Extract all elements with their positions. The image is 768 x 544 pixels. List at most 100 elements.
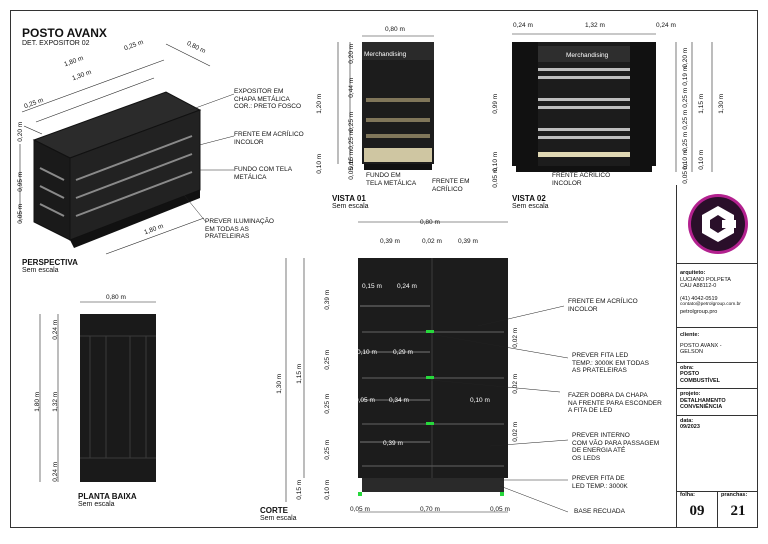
architect-label: arquiteto: — [680, 270, 706, 276]
vista02-subtitle: Sem escala — [512, 203, 549, 210]
corte-subtitle: Sem escala — [260, 515, 297, 522]
dim-label: 0,70 m — [420, 506, 440, 513]
dim-label: 0,05 m — [490, 506, 510, 513]
drawing-sheet-border — [10, 10, 758, 528]
perspective-subtitle: Sem escala — [22, 267, 59, 274]
architect-cau: CAU A88112-0 — [680, 283, 717, 289]
dim-label: 0,80 m — [420, 219, 440, 226]
dim-label: 0,95 m — [17, 171, 25, 192]
dim-label: 0,24 m — [397, 283, 417, 290]
dim-label: 0,10 m — [698, 149, 706, 170]
logo-area — [677, 185, 758, 264]
note-fold-sheet: FAZER DOBRA DA CHAPA NA FRENTE PARA ESCO… — [568, 392, 662, 414]
dim-label: 0,15 m — [362, 283, 382, 290]
note-front-acrylic: FRENTE EM ACRÍLICO INCOLOR — [568, 298, 638, 313]
architect-name: LUCIANO POLPETA — [680, 276, 731, 283]
vista01-subtitle: Sem escala — [332, 203, 369, 210]
dim-label: 0,20 m — [682, 47, 690, 68]
planta-drawing — [39, 301, 156, 482]
email: contato@petrolgroup.com.br — [680, 302, 741, 307]
dim-label: 0,05 m — [355, 397, 375, 404]
dim-label: 0,39 m — [383, 440, 403, 447]
dim-label: 0,02 m — [422, 238, 442, 245]
dim-label: 1,32 m — [585, 22, 605, 29]
vista02-drawing — [512, 33, 713, 172]
planta-subtitle: Sem escala — [78, 501, 115, 508]
note-back-mesh: FUNDO EM TELA METÁLICA — [366, 172, 417, 187]
dim-label: 0,10 m — [324, 479, 332, 500]
dim-label: 0,29 m — [393, 349, 413, 356]
perspective-title: PERSPECTIVA — [22, 258, 78, 267]
date-value: 09/2023 — [680, 424, 700, 430]
note-base-led: PREVER FITA DE LED TEMP.: 3000K — [572, 475, 628, 490]
vista01-drawing — [337, 35, 434, 170]
dim-label: 0,25 m — [682, 87, 690, 108]
project-name: DETALHAMENTO CONVENIÊNCIA — [680, 397, 726, 411]
note-led-strip: PREVER FITA LED TEMP.: 3000K EM TODAS AS… — [572, 352, 649, 374]
dim-label: 1,30 m — [718, 93, 726, 114]
project-label: projeto: — [680, 391, 701, 397]
dim-label: 0,25 m — [324, 349, 332, 370]
dim-label: 0,80 m — [385, 26, 405, 33]
sheet-number: 09 — [689, 502, 705, 519]
corte-title: CORTE — [260, 506, 288, 515]
dim-label: 0,05 m — [17, 203, 25, 224]
note-material: EXPOSITOR EM CHAPA METÁLICA COR.: PRETO … — [234, 88, 302, 110]
sheets-total: 21 — [730, 502, 746, 519]
client-name: POSTO AVANX - GELSON — [680, 342, 722, 356]
dim-label: 0,20 m — [348, 43, 356, 64]
perspective-drawing — [19, 43, 211, 255]
client-label: cliente: — [680, 332, 700, 338]
perspective-leaders — [170, 93, 235, 223]
website: petrolgroup.pro — [680, 308, 718, 315]
dim-label: 0,25 m — [682, 131, 690, 152]
dim-label: 0,20 m — [17, 121, 25, 142]
work-name: POSTO COMBUSTÍVEL — [680, 371, 721, 384]
sheet-label: folha: — [680, 492, 695, 498]
dim-label: 1,30 m — [276, 373, 284, 394]
dim-label: 0,15 m — [296, 479, 304, 500]
dim-label: 0,19 m — [682, 65, 690, 86]
dim-label: 0,05 m — [492, 167, 500, 188]
title-block: arquiteto: LUCIANO POLPETA CAU A88112-0 … — [676, 185, 758, 528]
corte-leaders — [430, 305, 569, 513]
note-lighting: PREVER ILUMINAÇÃO EM TODAS AS PRATELEIRA… — [205, 218, 274, 240]
dim-label: 0,25 m — [348, 129, 356, 150]
dim-label: 1,20 m — [316, 93, 324, 114]
note-back-mesh: FUNDO COM TELA METÁLICA — [234, 166, 293, 181]
dim-label: 0,10 m — [470, 397, 490, 404]
note-recessed-base: BASE RECUADA — [574, 508, 625, 515]
dim-label: 1,15 m — [698, 93, 706, 114]
dim-label: 0,25 m — [348, 111, 356, 132]
corte-drawing — [285, 221, 508, 513]
vista02-title: VISTA 02 — [512, 194, 546, 203]
note-front-acrylic: FRENTE ACRÍLICO INCOLOR — [552, 172, 611, 187]
work-label: obra: — [680, 364, 694, 371]
dim-label: 1,32 m — [52, 391, 60, 412]
vista01-sign: Merchandising — [364, 51, 407, 58]
dim-label: 0,05 m — [348, 159, 356, 180]
note-front-acrylic: FRENTE EM ACRÍLICO — [432, 178, 470, 193]
note-energy-passage: PREVER INTERNO COM VÃO PARA PASSAGEM DE … — [572, 432, 660, 462]
dim-label: 0,44 m — [348, 77, 356, 98]
dim-label: 0,39 m — [380, 238, 400, 245]
page-subtitle: DET. EXPOSITOR 02 — [22, 40, 90, 47]
dim-label: 0,34 m — [389, 397, 409, 404]
dim-label: 0,10 m — [316, 153, 324, 174]
dim-label: 0,39 m — [458, 238, 478, 245]
planta-title: PLANTA BAIXA — [78, 492, 137, 501]
dim-label: 0,25 m — [324, 393, 332, 414]
dim-label: 1,15 m — [296, 363, 304, 384]
dim-label: 0,39 m — [324, 289, 332, 310]
page-title: POSTO AVANX — [22, 26, 107, 40]
sheet-cell: folha: 09 — [677, 492, 718, 528]
dim-label: 0,24 m — [52, 461, 60, 482]
dim-label: 0,24 m — [656, 22, 676, 29]
vista01-title: VISTA 01 — [332, 194, 366, 203]
dim-label: 0,10 m — [357, 349, 377, 356]
dim-label: 0,25 m — [324, 439, 332, 460]
company-logo-icon — [687, 194, 748, 254]
vista02-sign: Merchandising — [566, 52, 609, 59]
dim-label: 0,99 m — [492, 93, 500, 114]
date-label: data: — [680, 417, 694, 424]
